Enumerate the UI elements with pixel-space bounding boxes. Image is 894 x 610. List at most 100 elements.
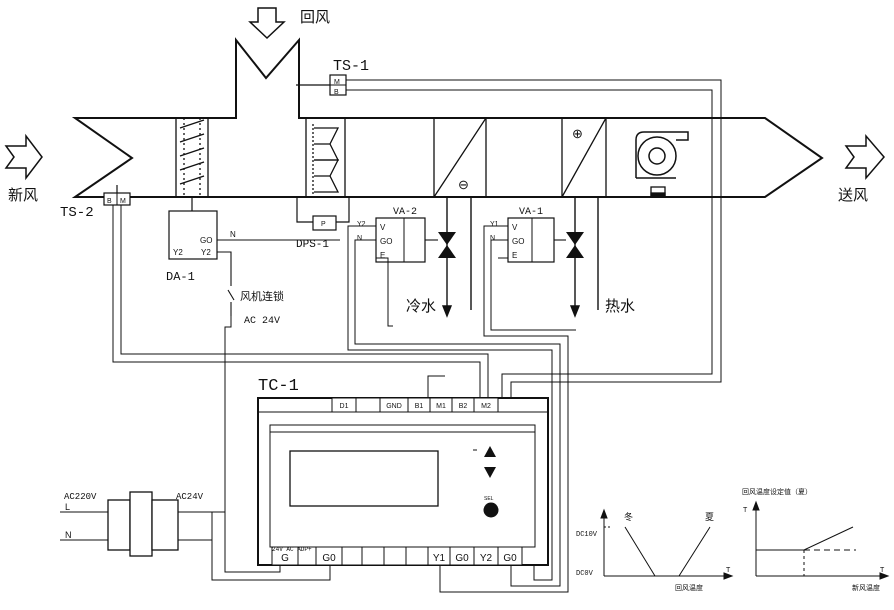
terminal-cell bbox=[361, 546, 385, 566]
terminal-label: Y1 bbox=[433, 553, 446, 564]
va1-pin-y1: Y1 bbox=[490, 221, 499, 228]
da1-pin-g0: GO bbox=[200, 236, 212, 245]
terminal-cell bbox=[473, 397, 499, 413]
va2-label: VA-2 bbox=[393, 207, 417, 218]
terminal-label: M1 bbox=[436, 403, 446, 410]
da1-n-label: N bbox=[230, 230, 236, 239]
terminal-label: B1 bbox=[415, 403, 424, 410]
tc1-bottom-terminal-strip: G G0 Y1 G0 Y2 G0 bbox=[271, 546, 523, 566]
graph-right-y-letter: T bbox=[743, 507, 748, 514]
cooling-coil-mark: ⊖ bbox=[458, 177, 469, 192]
damper bbox=[175, 118, 209, 197]
tc1-bottom-left-label: 24V AC ADP+ bbox=[272, 546, 312, 553]
fresh-air-label: 新风 bbox=[8, 187, 38, 204]
da1-label: DA-1 bbox=[166, 270, 195, 284]
va1-valve-body bbox=[566, 232, 584, 258]
terminal-label: G0 bbox=[455, 553, 469, 564]
tc1-set-button-label: SEL bbox=[484, 496, 494, 502]
graph-valve-signal bbox=[600, 508, 734, 580]
terminal-label: Y2 bbox=[480, 553, 493, 564]
heating-coil bbox=[561, 117, 607, 198]
graph-left-summer: 夏 bbox=[705, 512, 714, 522]
terminal-cell bbox=[383, 546, 407, 566]
va1-actuator: VA-1 V GO E Y1 N bbox=[490, 207, 566, 263]
filter bbox=[305, 118, 346, 197]
graph-left-y-bottom: DC0V bbox=[576, 570, 594, 578]
da1-pin-y2-right: Y2 bbox=[201, 248, 211, 257]
supply-air-label: 送风 bbox=[838, 187, 868, 204]
graph-left-winter: 冬 bbox=[624, 511, 633, 522]
down-arrow-button-icon bbox=[484, 467, 496, 478]
graph-left-y-top: DC10V bbox=[576, 531, 598, 539]
graph-left-x-letter: T bbox=[726, 567, 731, 574]
va2-pin-e: E bbox=[380, 251, 385, 260]
ts1-sensor: TS-1 M B bbox=[296, 58, 369, 96]
up-arrow-button-icon bbox=[484, 446, 496, 457]
va2-pin-v: V bbox=[380, 223, 386, 232]
da1-actuator: Y2 GO Y2 DA-1 N 风机连锁 AC 24V bbox=[166, 197, 340, 327]
hot-water-label: 热水 bbox=[605, 298, 635, 315]
ts2-label: TS-2 bbox=[60, 205, 94, 221]
graph-setpoint bbox=[752, 500, 890, 580]
terminal-label: B2 bbox=[459, 403, 468, 410]
ac24v-label: AC24V bbox=[176, 492, 204, 502]
fan-interlock-label: 风机连锁 bbox=[240, 289, 284, 303]
va2-pin-g0: GO bbox=[380, 237, 392, 246]
ts2-pin-m: M bbox=[120, 198, 126, 205]
va1-label: VA-1 bbox=[519, 207, 543, 218]
da1-pin-y2-left: Y2 bbox=[173, 248, 183, 257]
cold-water-label: 冷水 bbox=[406, 298, 436, 315]
tc1-controller bbox=[257, 397, 549, 566]
va2-pin-n: N bbox=[357, 235, 362, 242]
terminal-label: D1 bbox=[340, 403, 349, 410]
terminal-cell bbox=[341, 546, 363, 566]
return-air-label: 回风 bbox=[300, 9, 330, 26]
va1-pin-g0: GO bbox=[512, 237, 524, 246]
line-l-label: L bbox=[65, 502, 70, 512]
interlock-ac24v-label: AC 24V bbox=[244, 316, 280, 327]
terminal-cell bbox=[355, 397, 381, 413]
ts1-label: TS-1 bbox=[333, 58, 369, 75]
graph-left-x-label: 回风温度 bbox=[675, 583, 703, 592]
ts1-pin-b: B bbox=[334, 89, 339, 96]
line-n-label: N bbox=[65, 530, 72, 540]
ac220v-label: AC220V bbox=[64, 492, 97, 502]
terminal-label: G bbox=[281, 553, 289, 564]
graph-right-x-label: 新风温度 bbox=[852, 583, 880, 592]
tc1-top-terminal-strip: D1 GND B1 M1 B2 M2 bbox=[331, 397, 499, 413]
dps1-label: DPS-1 bbox=[296, 239, 329, 251]
supply-air-arrow bbox=[844, 133, 885, 181]
air-duct bbox=[71, 37, 824, 198]
fresh-air-arrow bbox=[4, 133, 43, 181]
va1-pin-n: N bbox=[490, 235, 495, 242]
va1-pin-e: E bbox=[512, 251, 517, 260]
terminal-label: G0 bbox=[503, 553, 517, 564]
terminal-cell bbox=[497, 546, 523, 566]
ts2-sensor: TS-2 B M bbox=[60, 185, 131, 221]
terminal-cell bbox=[405, 546, 429, 566]
set-button-icon bbox=[483, 502, 499, 518]
supply-fan bbox=[635, 131, 689, 179]
va2-actuator: VA-2 V GO E Y2 N bbox=[357, 207, 438, 263]
graph-right-x-letter: T bbox=[880, 567, 885, 574]
dps1-box-label: P bbox=[321, 221, 326, 228]
graph-right-title: 回风温度设定值（夏） bbox=[742, 487, 812, 496]
return-air-arrow bbox=[248, 7, 286, 40]
ts2-pin-b: B bbox=[107, 198, 112, 205]
dps1-switch bbox=[296, 197, 350, 231]
ts1-pin-m: M bbox=[334, 79, 340, 86]
va2-pin-y2: Y2 bbox=[357, 221, 366, 228]
va2-valve-body bbox=[438, 232, 456, 258]
terminal-label: M2 bbox=[481, 403, 491, 410]
transformer bbox=[107, 491, 179, 557]
cooling-coil bbox=[433, 117, 487, 198]
fan-motor bbox=[650, 186, 666, 198]
wiring bbox=[60, 79, 722, 593]
heating-coil-mark: ⊕ bbox=[572, 126, 583, 141]
tc1-label: TC-1 bbox=[258, 377, 299, 396]
terminal-label: GND bbox=[386, 403, 402, 410]
terminal-label: G0 bbox=[322, 553, 336, 564]
va1-pin-v: V bbox=[512, 223, 518, 232]
